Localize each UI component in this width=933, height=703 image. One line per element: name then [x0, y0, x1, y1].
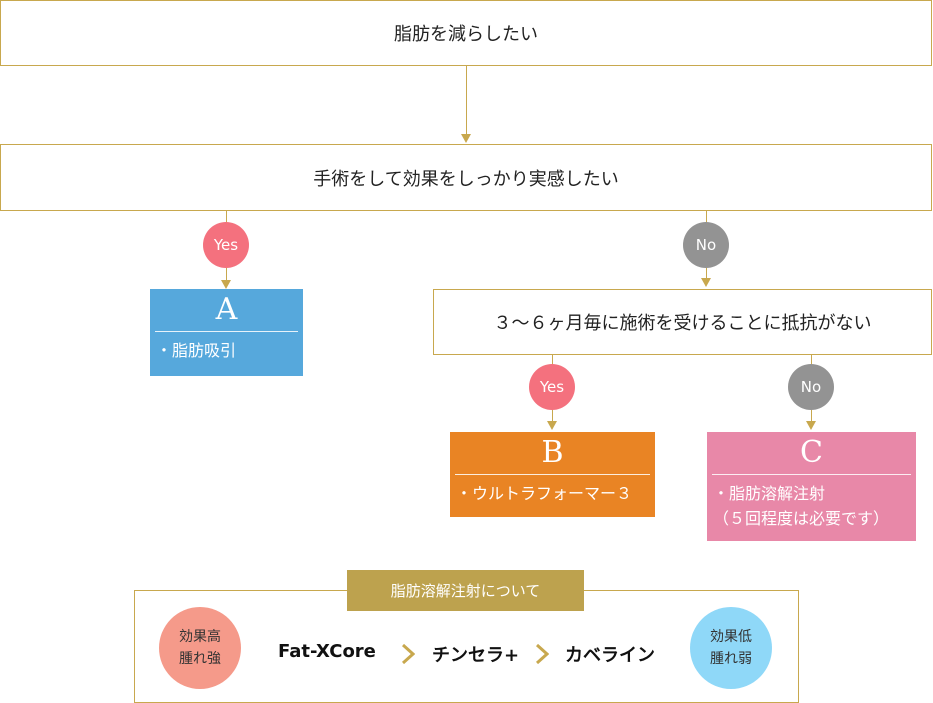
result-c-description: ・脂肪溶解注射 （５回程度は必要です）: [713, 484, 890, 528]
connector-line: [466, 66, 467, 134]
divider: [712, 474, 911, 475]
result-c-letter: C: [800, 435, 823, 470]
result-c-card: C ・脂肪溶解注射 （５回程度は必要です）: [707, 432, 916, 541]
high-effect-badge: 効果高 腫れ強: [159, 607, 241, 689]
question-fat-reduction: 脂肪を減らしたい: [0, 0, 932, 66]
result-b-letter: B: [541, 435, 564, 470]
yes-badge: Yes: [529, 364, 575, 410]
question-1-text: 脂肪を減らしたい: [394, 24, 538, 45]
chevron-right-icon: [401, 643, 415, 665]
yes-label: Yes: [213, 236, 239, 254]
divider: [155, 331, 298, 332]
product-kabeline: カベライン: [565, 645, 655, 666]
no-badge: No: [788, 364, 834, 410]
arrow-down-icon: [221, 280, 231, 289]
question-3-text: ３〜６ヶ月毎に施術を受けることに抵抗がない: [493, 313, 872, 334]
arrow-down-icon: [806, 421, 816, 430]
arrow-down-icon: [461, 134, 471, 143]
result-b-card: B ・ウルトラフォーマー３: [450, 432, 655, 517]
arrow-down-icon: [701, 278, 711, 287]
result-a-letter: A: [215, 292, 238, 327]
chevron-right-icon: [535, 643, 549, 665]
no-label: No: [695, 236, 717, 254]
result-a-card: A ・脂肪吸引: [150, 289, 303, 376]
no-label: No: [800, 378, 822, 396]
divider: [455, 474, 650, 475]
injection-title-text: 脂肪溶解注射について: [390, 582, 541, 600]
result-a-description: ・脂肪吸引: [156, 341, 237, 360]
question-surgery: 手術をして効果をしっかり実感したい: [0, 144, 932, 211]
question-2-text: 手術をして効果をしっかり実感したい: [313, 168, 619, 190]
arrow-down-icon: [547, 421, 557, 430]
result-b-description: ・ウルトラフォーマー３: [456, 484, 633, 503]
yes-badge: Yes: [203, 222, 249, 268]
yes-label: Yes: [539, 378, 565, 396]
question-treatment-frequency: ３〜６ヶ月毎に施術を受けることに抵抗がない: [433, 289, 932, 355]
injection-info-title: 脂肪溶解注射について: [347, 570, 584, 611]
product-chinsera: チンセラ+: [432, 645, 520, 666]
low-effect-badge: 効果低 腫れ弱: [690, 607, 772, 689]
no-badge: No: [683, 222, 729, 268]
product-fat-xcore: Fat-XCore: [278, 641, 376, 662]
